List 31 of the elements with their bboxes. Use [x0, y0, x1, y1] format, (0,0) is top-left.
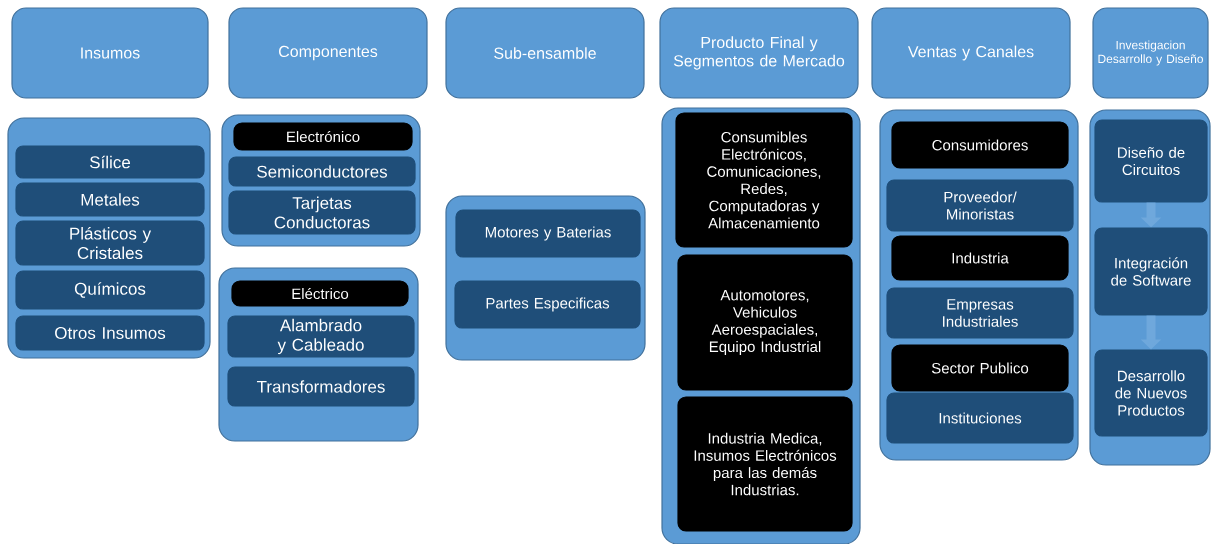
item-box: Otros Insumos: [15, 315, 205, 351]
item-box: Proveedor/ Minoristas: [886, 179, 1074, 232]
header-box: Sub-ensamble: [445, 7, 645, 99]
item-box: Sílice: [15, 145, 205, 179]
item-box: Transformadores: [227, 366, 415, 407]
header-box: Investigacion Desarrollo y Diseño: [1092, 7, 1209, 99]
item-box: Alambrado y Cableado: [227, 315, 415, 358]
item-box: Químicos: [15, 270, 205, 310]
segment-box: Sector Publico: [891, 344, 1069, 392]
item-box: Semiconductores: [228, 156, 416, 187]
segment-box: Consumidores: [891, 121, 1069, 169]
segment-box: Electrónico: [233, 122, 413, 151]
header-box: Producto Final y Segmentos de Mercado: [659, 7, 859, 99]
item-box: Plásticos y Cristales: [15, 220, 205, 266]
item-box: Tarjetas Conductoras: [228, 190, 416, 235]
item-box: Integración de Software: [1094, 227, 1208, 316]
header-box: Componentes: [228, 7, 428, 99]
segment-box: Automotores, Vehiculos Aeroespaciales, Equipo Industrial: [677, 254, 853, 391]
header-box: Insumos: [11, 7, 209, 99]
item-box: Diseño de Circuitos: [1094, 119, 1208, 203]
segment-box: Industria Medica, Insumos Electrónicos para las demás Industrias.: [677, 396, 853, 532]
item-box: Motores y Baterias: [455, 209, 641, 258]
segment-box: Eléctrico: [231, 280, 409, 307]
item-box: Instituciones: [886, 392, 1074, 444]
segment-box: Industria: [891, 235, 1069, 281]
header-box: Ventas y Canales: [871, 7, 1071, 99]
segment-box: Consumibles Electrónicos, Comunicaciones, Redes, Computadoras y Almacenamiento: [675, 112, 853, 248]
item-box: Partes Especificas: [454, 280, 641, 329]
item-box: Empresas Industriales: [886, 287, 1074, 339]
item-box: Metales: [15, 182, 205, 217]
item-box: Desarrollo de Nuevos Productos: [1094, 349, 1208, 437]
